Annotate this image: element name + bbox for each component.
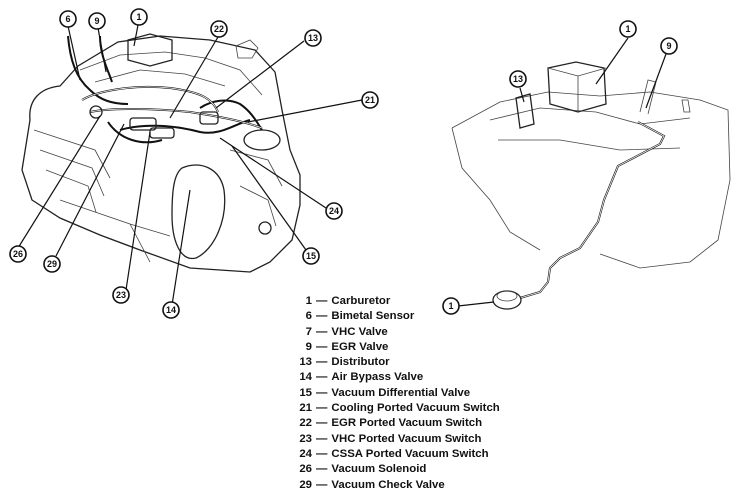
callout-15: 15 [302, 247, 320, 265]
callout-9: 9 [88, 12, 106, 30]
legend-item: 1 —Carburetor [284, 294, 500, 309]
svg-text:1: 1 [448, 301, 453, 311]
svg-text:1: 1 [625, 24, 630, 34]
callout-13: 13 [304, 29, 322, 47]
legend-item: 13 —Distributor [284, 355, 500, 370]
legend-separator: — [316, 417, 328, 430]
callout-29: 29 [43, 255, 61, 273]
legend-label: Bimetal Sensor [331, 310, 415, 323]
svg-text:29: 29 [47, 259, 57, 269]
svg-text:15: 15 [306, 251, 316, 261]
legend-item: 7 —VHC Valve [284, 325, 500, 340]
legend-item: 29 —Vacuum Check Valve [284, 478, 500, 493]
legend-label: CSSA Ported Vacuum Switch [331, 447, 489, 460]
legend-number: 6 [305, 310, 312, 323]
callout-14: 14 [162, 301, 180, 319]
legend-separator: — [316, 447, 328, 460]
legend-separator: — [316, 310, 328, 323]
legend-label: VHC Ported Vacuum Switch [331, 432, 482, 445]
right-leader-lines [457, 37, 667, 307]
legend-label: Vacuum Solenoid [331, 463, 427, 476]
legend-number: 13 [299, 356, 312, 369]
legend-number: 21 [299, 402, 312, 415]
callout-6: 6 [59, 10, 77, 28]
legend-label: Distributor [331, 356, 390, 369]
svg-text:13: 13 [513, 74, 523, 84]
legend-number: 23 [299, 432, 312, 445]
svg-text:26: 26 [13, 249, 23, 259]
legend-separator: — [316, 371, 328, 384]
svg-text:23: 23 [116, 290, 126, 300]
callout-22: 22 [210, 20, 228, 38]
legend-separator: — [316, 463, 328, 476]
legend-number: 22 [299, 417, 312, 430]
legend-number: 24 [299, 447, 312, 460]
legend-item: 24 —CSSA Ported Vacuum Switch [284, 447, 500, 462]
svg-text:9: 9 [666, 41, 671, 51]
right-engine-illustration [451, 61, 731, 269]
callout-13-right: 13 [509, 70, 527, 88]
legend-separator: — [316, 478, 328, 491]
legend-item: 22 —EGR Ported Vacuum Switch [284, 416, 500, 431]
callout-1: 1 [130, 8, 148, 26]
svg-text:24: 24 [329, 206, 339, 216]
legend-separator: — [316, 356, 328, 369]
callout-24: 24 [325, 202, 343, 220]
callout-26: 26 [9, 245, 27, 263]
left-vacuum-hoses [67, 35, 263, 144]
callout-1-top: 1 [619, 20, 637, 38]
legend-item: 14 —Air Bypass Valve [284, 370, 500, 385]
left-leader-lines [17, 24, 363, 306]
svg-text:9: 9 [94, 16, 99, 26]
legend-label: VHC Valve [331, 325, 388, 338]
legend-item: 21 —Cooling Ported Vacuum Switch [284, 401, 500, 416]
legend-label: EGR Valve [331, 340, 389, 353]
callout-21: 21 [361, 91, 379, 109]
legend-number: 9 [305, 340, 312, 353]
legend-item: 6 —Bimetal Sensor [284, 309, 500, 324]
left-engine-illustration [21, 33, 301, 273]
legend-separator: — [316, 340, 328, 353]
callout-23: 23 [112, 286, 130, 304]
legend-item: 9 —EGR Valve [284, 340, 500, 355]
svg-text:22: 22 [214, 24, 224, 34]
svg-text:21: 21 [365, 95, 375, 105]
legend-separator: — [316, 386, 328, 399]
legend-label: EGR Ported Vacuum Switch [331, 417, 483, 430]
callout-9-right: 9 [660, 37, 678, 55]
legend-separator: — [316, 295, 328, 307]
legend-label: Air Bypass Valve [331, 371, 424, 384]
legend-separator: — [316, 402, 328, 415]
legend-number: 29 [299, 478, 312, 491]
legend-label: Vacuum Differential Valve [331, 386, 471, 399]
legend-item: 15 —Vacuum Differential Valve [284, 386, 500, 401]
legend-number: 14 [299, 371, 312, 384]
svg-text:6: 6 [65, 14, 70, 24]
legend-number: 7 [305, 325, 312, 338]
legend-label: Cooling Ported Vacuum Switch [331, 402, 500, 415]
svg-text:14: 14 [166, 305, 176, 315]
legend-label: Vacuum Check Valve [331, 478, 445, 491]
legend-item: 23 —VHC Ported Vacuum Switch [284, 432, 500, 447]
callout-1-bottom: 1 [442, 297, 460, 315]
svg-text:1: 1 [136, 12, 141, 22]
legend-number: 1 [305, 295, 312, 307]
legend-separator: — [316, 325, 328, 338]
legend-item: 26 —Vacuum Solenoid [284, 462, 500, 477]
right-vacuum-line [492, 121, 666, 310]
legend-label: Carburetor [331, 295, 391, 307]
legend-number: 15 [299, 386, 312, 399]
legend-separator: — [316, 432, 328, 445]
svg-text:13: 13 [308, 33, 318, 43]
legend-number: 26 [299, 463, 312, 476]
